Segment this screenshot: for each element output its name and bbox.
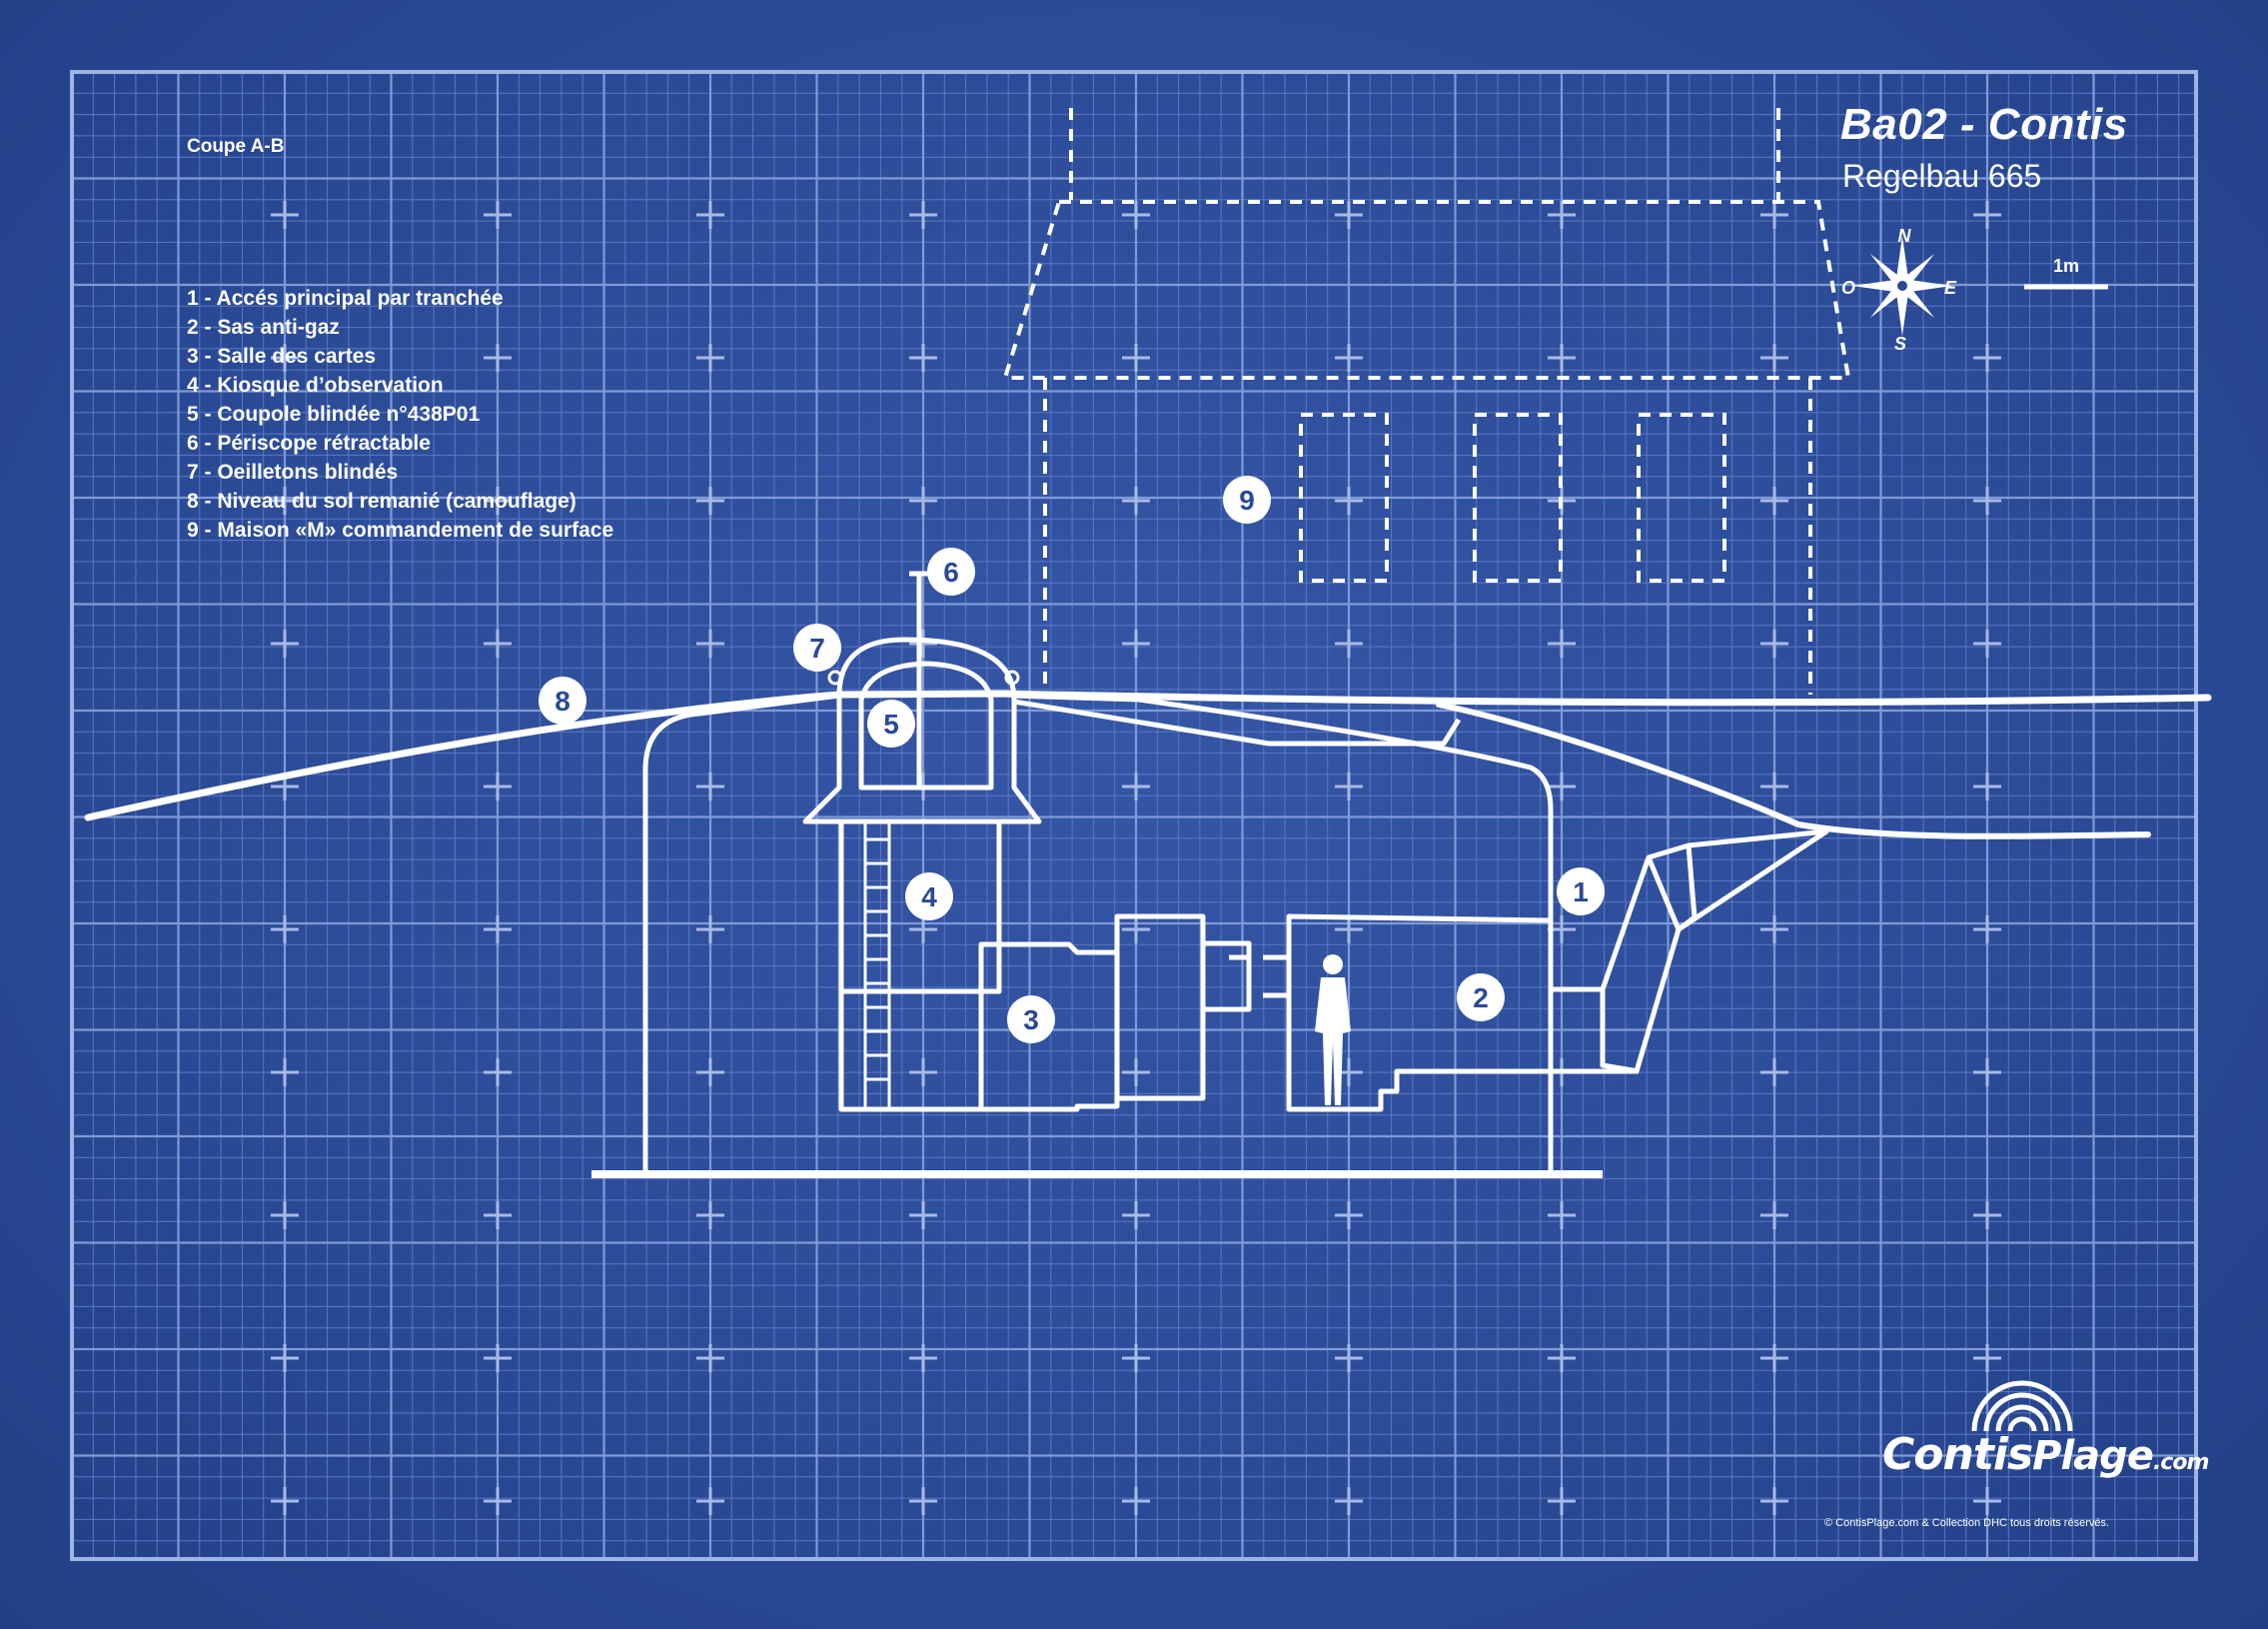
callout-6: 6	[927, 548, 975, 596]
compass-rose: N S O E	[1841, 226, 1957, 354]
ground-line	[84, 690, 2212, 821]
callout-1: 1	[1557, 867, 1605, 915]
legend-item: 1 - Accés principal par tranchée	[187, 287, 504, 310]
human-figure	[1315, 954, 1351, 1105]
logo: ContisPlage.com	[1876, 1371, 2209, 1501]
compass-south: S	[1894, 334, 1906, 354]
legend-item: 5 - Coupole blindée n°438P01	[187, 403, 481, 426]
svg-text:4: 4	[921, 881, 937, 912]
legend-item: 2 - Sas anti-gaz	[187, 316, 340, 339]
callout-3: 3	[1007, 995, 1055, 1043]
callout-2: 2	[1457, 973, 1505, 1021]
legend-item: 3 - Salle des cartes	[187, 345, 377, 368]
callout-5: 5	[867, 700, 915, 748]
map-room	[978, 941, 1120, 1112]
callouts: 1 2 3 4 5 6 7 8 9	[539, 476, 1605, 1043]
section-label: Coupe A-B	[187, 136, 285, 157]
logo-text: ContisPlage.com	[1882, 1429, 2209, 1480]
ladder	[863, 821, 891, 1109]
house-roof	[1002, 200, 1851, 380]
svg-text:5: 5	[883, 709, 899, 740]
legend-item: 8 - Niveau du sol remanié (camouflage)	[187, 490, 576, 513]
callout-9: 9	[1223, 476, 1271, 524]
ground-line-right	[1436, 702, 2151, 839]
observation-slit	[1013, 699, 1462, 747]
house-window-2	[1473, 413, 1563, 583]
copyright: © ContisPlage.com & Collection DHC tous …	[1824, 1517, 2110, 1529]
door-frame	[1203, 940, 1292, 1012]
svg-text:6: 6	[943, 557, 959, 588]
svg-text:7: 7	[809, 633, 825, 664]
legend-item: 9 - Maison «M» commandement de surface	[187, 519, 614, 542]
svg-text:3: 3	[1023, 1004, 1039, 1035]
entrance-steps	[1600, 844, 1698, 1074]
eyelet-left	[827, 670, 843, 686]
bunker-shell	[642, 693, 1554, 1171]
legend-item: 6 - Périscope rétractable	[187, 432, 431, 455]
compass-north: N	[1898, 226, 1912, 246]
scale-bar: 1m	[2024, 256, 2108, 290]
surface-house	[1002, 108, 1851, 695]
page-subtitle: Regelbau 665	[1842, 158, 2042, 194]
sheet-border	[70, 70, 2198, 1561]
svg-text:1: 1	[1573, 876, 1589, 907]
callout-4: 4	[905, 872, 953, 920]
compass-east: E	[1944, 278, 1957, 298]
svg-text:8: 8	[555, 686, 570, 717]
bunker	[591, 571, 1829, 1178]
compass-west: O	[1841, 278, 1855, 298]
entrance-passage	[1551, 828, 1829, 1074]
legend-item: 4 - Kiosque d’observation	[187, 374, 444, 397]
callout-7: 7	[793, 624, 841, 672]
gas-lock	[1286, 913, 1554, 1112]
cupola	[802, 637, 1042, 824]
svg-text:2: 2	[1473, 982, 1489, 1013]
cupola-inner	[858, 661, 994, 791]
grid	[70, 70, 2196, 1559]
page-title: Ba02 - Contis	[1840, 100, 2128, 149]
scale-label: 1m	[2053, 256, 2079, 276]
svg-text:9: 9	[1239, 485, 1255, 516]
house-window-1	[1299, 413, 1389, 583]
legend-item: 7 - Oeilletons blindés	[187, 461, 399, 484]
house-window-3	[1637, 413, 1726, 583]
legend: 1 - Accés principal par tranchée 2 - Sas…	[187, 284, 613, 545]
logo-waves	[1971, 1380, 2073, 1432]
eyelet-right	[1004, 670, 1020, 686]
callout-8: 8	[539, 677, 586, 725]
